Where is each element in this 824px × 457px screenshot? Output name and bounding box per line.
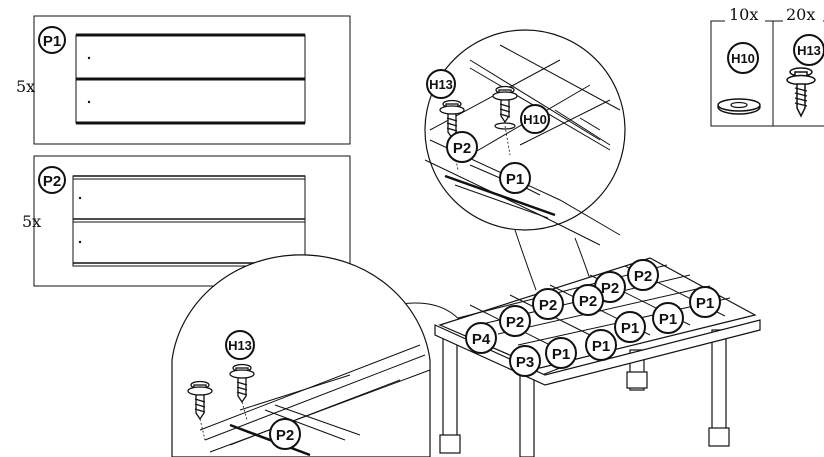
detail-label: H13 — [429, 77, 453, 92]
roof-panel-label-circle — [509, 345, 541, 377]
roof-panel-label: P2 — [634, 268, 652, 285]
label-circle — [38, 166, 66, 194]
detail-label: H13 — [228, 338, 252, 353]
roof-panel-label-circle — [652, 302, 684, 334]
detail-label: P2 — [276, 427, 294, 444]
roof-panel-label: P2 — [601, 280, 619, 297]
screw-icon — [786, 67, 816, 118]
hardware-box-frame — [710, 20, 824, 127]
roof-panel-label-circle — [572, 284, 604, 316]
roof-panel-label-circle — [545, 337, 577, 369]
hardware-box: 10x 20x H10 H13 — [710, 5, 824, 127]
part-label-p2: P2 — [43, 173, 61, 190]
roof-panel-label-circle — [465, 322, 497, 354]
roof-panel-label: P2 — [539, 297, 557, 314]
roof-panel-label-circle — [627, 259, 659, 291]
hardware-label-h13: H13 — [797, 43, 821, 58]
roof-panel-label: P1 — [552, 346, 570, 363]
roof-panel-label-circle — [614, 311, 646, 343]
rail-lines — [199, 344, 431, 457]
part-quantity-p2: 5x — [22, 212, 41, 231]
detail-label: P2 — [453, 140, 471, 157]
screw-icon — [492, 85, 518, 124]
hardware-quantity-h10: 10x — [729, 5, 758, 24]
panel-drawing-p1 — [75, 33, 306, 125]
roof-panel-label: P1 — [659, 311, 677, 328]
roof-panel-label-circle — [532, 288, 564, 320]
roof-panel-label: P1 — [621, 320, 639, 337]
roof-panel-label: P4 — [472, 331, 491, 348]
roof-panel-label-circle — [499, 305, 531, 337]
detail-circle-top: H13 H10 P2 P1 — [424, 29, 626, 291]
detail-label: H10 — [523, 112, 547, 127]
part-label-p1: P1 — [43, 33, 61, 50]
roof-panel-label: P1 — [592, 338, 610, 355]
part-box-p1: P1 5x — [16, 15, 351, 145]
roof-panel-label: P2 — [579, 293, 597, 310]
panel-drawing-p2 — [72, 175, 306, 267]
roof-panel-label: P2 — [506, 314, 524, 331]
part-box-p2: P2 5x — [22, 155, 351, 287]
label-circle — [38, 26, 66, 54]
detail-circle-bottom: H13 P2 — [171, 254, 471, 457]
roof-panel-label-circle — [689, 286, 721, 318]
hardware-label-h10: H10 — [731, 51, 755, 66]
roof-panel-label: P3 — [516, 354, 534, 371]
washer-icon — [717, 98, 761, 115]
part-quantity-p1: 5x — [16, 77, 35, 96]
roof-panel-label-circle — [585, 329, 617, 361]
screw-icon — [229, 363, 255, 404]
detail-label: P1 — [506, 171, 524, 188]
part-box-frame — [33, 155, 351, 287]
part-box-frame — [33, 15, 351, 145]
screw-icon — [439, 99, 465, 140]
screw-icon — [187, 380, 213, 421]
hardware-quantity-h13: 20x — [786, 5, 815, 24]
roof-panel-label: P1 — [696, 295, 714, 312]
